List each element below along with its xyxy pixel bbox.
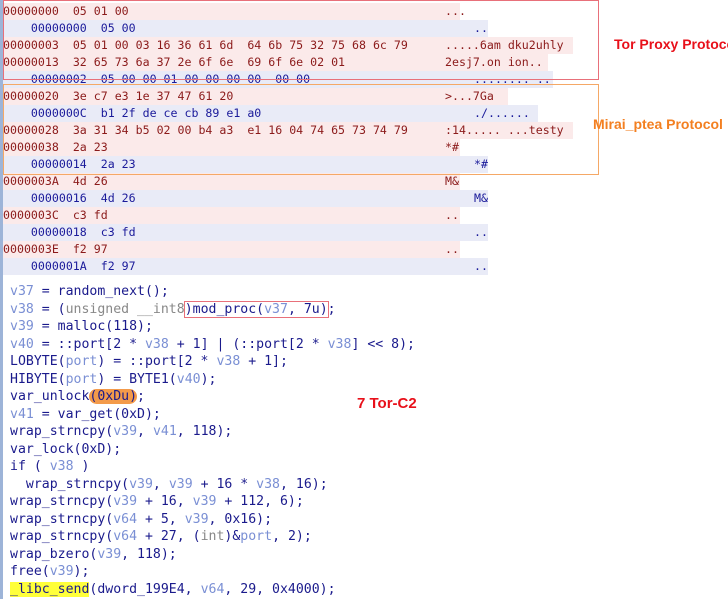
code-line: v39 = malloc(118);: [10, 319, 153, 334]
hex-ascii: ./......: [474, 106, 530, 120]
hex-ascii: ..: [445, 242, 459, 256]
left-margin-bar: [0, 0, 3, 599]
hex-bytes: 4d 26: [72, 174, 108, 188]
hex-offset: 00000002: [30, 72, 87, 86]
hex-bytes: f2 97: [100, 259, 136, 273]
code-line: _libc_send(dword_199E4, v64, 29, 0x4000)…: [10, 581, 336, 597]
hex-bytes: c3 fd: [100, 225, 136, 239]
hex-ascii: *#: [474, 157, 488, 171]
hex-ascii: ..: [474, 225, 488, 239]
hex-row-server: 00000002 05 00 00 01 00 00 00 00 00 00..…: [3, 71, 553, 88]
hex-ascii: 2esj7.on ion..: [445, 55, 543, 69]
hex-bytes: 2a 23: [72, 140, 108, 154]
hex-bytes: 3a 31 34 b5 02 00 b4 a3 e1 16 04 74 65 7…: [72, 123, 408, 137]
hex-ascii: ..: [474, 21, 488, 35]
hex-row-client: 0000003E f2 97..: [3, 241, 460, 258]
code-line: free(v39);: [10, 564, 90, 579]
hex-offset: 0000003C: [3, 208, 59, 222]
hex-ascii: M&: [445, 174, 459, 188]
hex-row-server: 00000016 4d 26 M&: [3, 190, 488, 207]
hex-offset: 00000000: [3, 4, 59, 18]
hex-ascii: .....6am dku2uhly: [445, 38, 564, 52]
hex-row-client: 00000020 3e c7 e3 1e 37 47 61 20 >...7Ga: [3, 88, 508, 105]
hex-ascii: ..: [445, 208, 459, 222]
hex-ascii: ...: [445, 4, 466, 18]
hex-ascii: :14..... ...testy: [445, 123, 564, 137]
hex-row-client: 00000000 05 01 00...: [3, 3, 466, 20]
hex-offset: 00000014: [30, 157, 87, 171]
hex-bytes: 05 01 00: [72, 4, 129, 18]
code-line: wrap_bzero(v39, 118);: [10, 546, 177, 562]
hex-row-server: 00000014 2a 23 *#: [3, 156, 488, 173]
hex-row-server: 0000000C b1 2f de ce cb 89 e1 a0 ./......: [3, 105, 538, 122]
hex-bytes: 3e c7 e3 1e 37 47 61 20: [72, 89, 234, 103]
mod-proc-highlight-box: )mod_proc(v37, 7u): [183, 300, 329, 318]
hex-row-client: 00000038 2a 23 *#: [3, 139, 460, 156]
hex-row-server: 0000001A f2 97..: [3, 258, 488, 275]
hex-offset: 00000018: [30, 225, 87, 239]
var-unlock-arg-highlight: (0xDu): [89, 389, 138, 404]
hex-row-client: 00000028 3a 31 34 b5 02 00 b4 a3 e1 16 0…: [3, 122, 573, 139]
hex-bytes: 2a 23: [100, 157, 136, 171]
hex-offset: 00000016: [30, 191, 87, 205]
code-line: wrap_strncpy(v39, v41, 118);: [10, 424, 233, 439]
hex-offset: 0000003A: [3, 174, 59, 188]
hex-offset: 00000028: [3, 123, 59, 137]
hex-offset: 00000013: [3, 55, 59, 69]
hex-bytes: f2 97: [72, 242, 108, 256]
hex-row-client: 0000003C c3 fd..: [3, 207, 460, 224]
mirai-ptea-label: Mirai_ptea Protocol: [593, 116, 723, 132]
code-line: v40 = ::port[2 * v38 + 1] | (::port[2 * …: [10, 336, 415, 352]
hex-row-server: 00000018 c3 fd..: [3, 224, 488, 241]
tor-proxy-label: Tor Proxy Protocol: [614, 36, 728, 52]
hex-row-client: 00000003 05 01 00 03 16 36 61 6d 64 6b 7…: [3, 37, 573, 54]
hex-row-client: 0000003A 4d 26 M&: [3, 173, 460, 190]
code-line: wrap_strncpy(v39 + 16, v39 + 112, 6);: [10, 494, 304, 509]
hex-offset: 0000003E: [3, 242, 59, 256]
hex-offset: 0000001A: [30, 259, 87, 273]
code-line: v38 = (unsigned __int8)mod_proc(v37, 7u)…: [10, 300, 336, 318]
hex-offset: 00000020: [3, 89, 59, 103]
hex-ascii: >...7Ga: [445, 89, 494, 103]
hex-bytes: 05 01 00 03 16 36 61 6d 64 6b 75 32 75 6…: [72, 38, 408, 52]
hex-bytes: 4d 26: [100, 191, 136, 205]
tor-c2-label: 7 Tor-C2: [357, 395, 417, 412]
code-line: v37 = random_next();: [10, 284, 169, 299]
hex-ascii: ..: [474, 259, 488, 273]
code-line: var_lock(0xD);: [10, 441, 122, 457]
code-line: wrap_strncpy(v64 + 27, (int)&port, 2);: [10, 529, 312, 544]
hex-bytes: 05 00 00 01 00 00 00 00 00 00: [100, 72, 311, 86]
code-line: var_unlock(0xDu);: [10, 389, 145, 404]
hex-ascii: *#: [445, 140, 459, 154]
hex-offset: 0000000C: [30, 106, 87, 120]
hex-ascii: M&: [474, 191, 488, 205]
code-line: HIBYTE(port) = BYTE1(v40);: [10, 371, 217, 387]
hex-row-client: 00000013 32 65 73 6a 37 2e 6f 6e 69 6f 6…: [3, 54, 548, 71]
code-line: v41 = var_get(0xD);: [10, 406, 161, 422]
hex-offset: 00000038: [3, 140, 59, 154]
hex-bytes: c3 fd: [72, 208, 108, 222]
hex-bytes: b1 2f de ce cb 89 e1 a0: [100, 106, 262, 120]
hex-bytes: 05 00: [100, 21, 136, 35]
code-line: if ( v38 ): [10, 459, 90, 474]
code-line: LOBYTE(port) = ::port[2 * v38 + 1];: [10, 354, 288, 369]
code-line: wrap_strncpy(v64 + 5, v39, 0x16);: [10, 511, 273, 527]
hex-offset: 00000003: [3, 38, 59, 52]
code-line: wrap_strncpy(v39, v39 + 16 * v38, 16);: [10, 476, 328, 492]
hex-bytes: 32 65 73 6a 37 2e 6f 6e 69 6f 6e 02 01: [72, 55, 346, 69]
hex-row-server: 00000000 05 00..: [3, 20, 488, 37]
libc-send-highlight: _libc_send: [10, 581, 90, 597]
hex-offset: 00000000: [30, 21, 87, 35]
hex-ascii: ........ ..: [474, 72, 551, 86]
